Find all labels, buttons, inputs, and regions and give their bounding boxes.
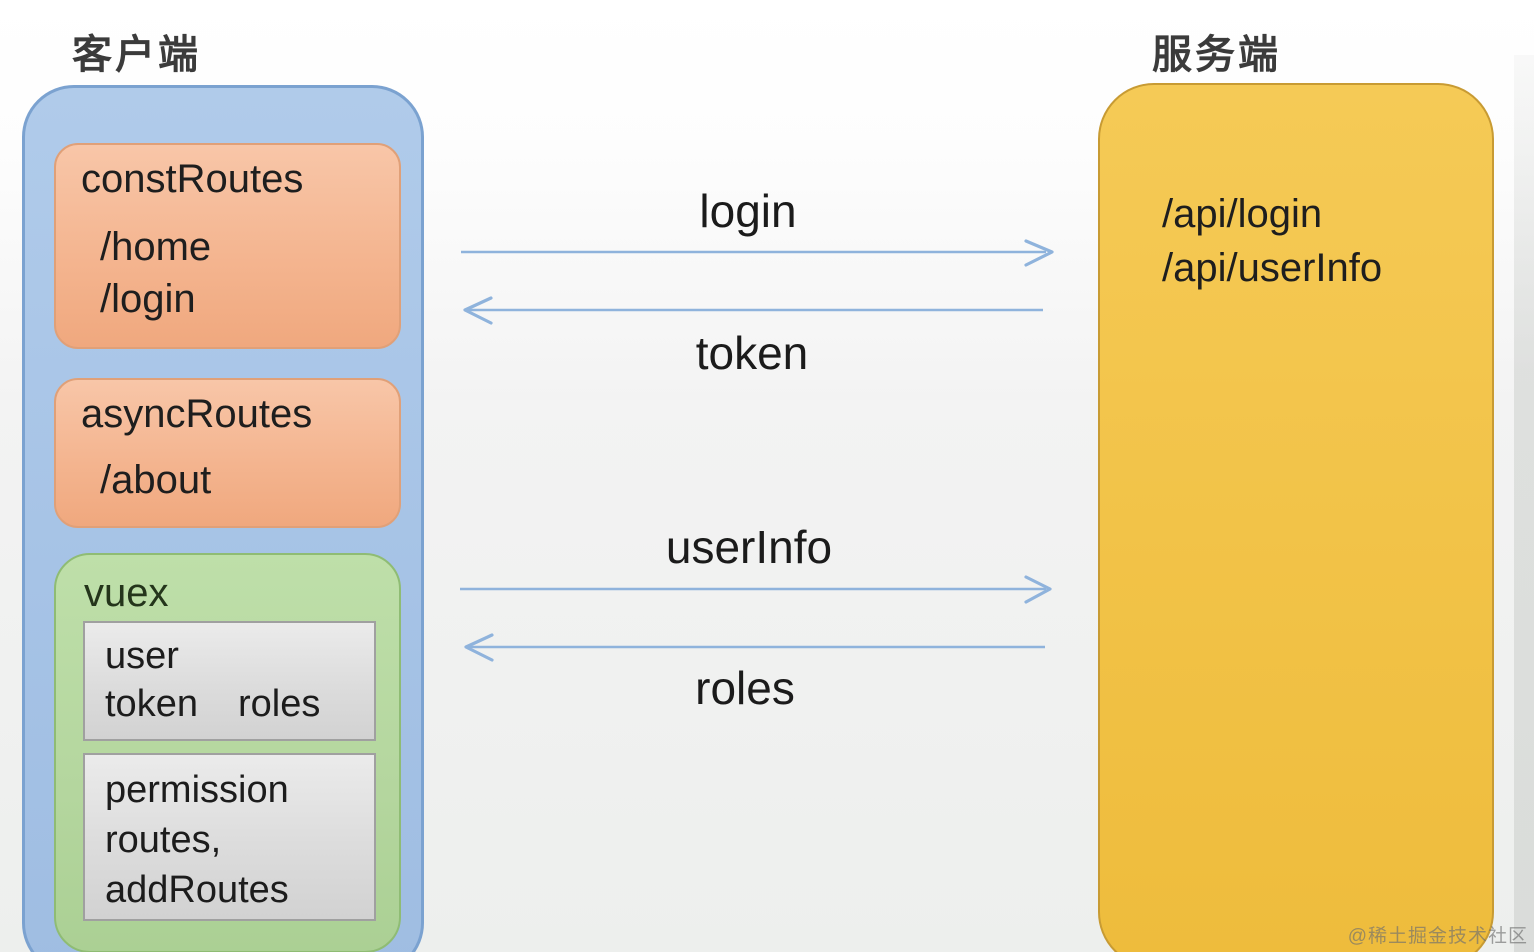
server-title: 服务端 (1152, 33, 1281, 77)
watermark: @稀土掘金技术社区 (1347, 926, 1528, 947)
state-roles: roles (238, 683, 321, 725)
permission-lines: permission routes, addRoutes (105, 765, 289, 915)
vuex-box: vuex user token roles permission routes,… (54, 553, 401, 952)
flow-label-login: login (699, 185, 797, 237)
flow-label-roles: roles (695, 662, 795, 714)
userinfo-arrow-right-icon (460, 575, 1052, 604)
route-about: /about (100, 458, 212, 502)
server-endpoints: /api/login /api/userInfo (1162, 187, 1382, 295)
vuex-state-box: user token roles (83, 621, 376, 741)
permission-line: routes, (105, 819, 222, 861)
const-routes-box: constRoutes /home /login (54, 143, 401, 349)
endpoint-api-login: /api/login (1162, 192, 1323, 236)
route-login: /login (100, 277, 196, 321)
token-arrow-left-icon (463, 296, 1043, 325)
async-routes-list: /about (100, 454, 211, 506)
server-container: /api/login /api/userInfo (1098, 83, 1494, 952)
vuex-label: vuex (84, 571, 169, 615)
flow-label-userinfo: userInfo (665, 521, 833, 573)
permission-line: permission (105, 769, 289, 811)
roles-arrow-left-icon (464, 633, 1045, 662)
async-routes-label: asyncRoutes (81, 392, 313, 436)
const-routes-label: constRoutes (81, 157, 304, 201)
flow-label-token: token (695, 327, 809, 379)
state-user: user (105, 635, 179, 677)
const-routes-list: /home /login (100, 221, 211, 325)
login-arrow-right-icon (461, 239, 1054, 267)
client-title: 客户端 (72, 33, 201, 77)
vuex-permission-box: permission routes, addRoutes (83, 753, 376, 921)
state-token: token (105, 683, 198, 725)
endpoint-api-userinfo: /api/userInfo (1162, 246, 1383, 290)
right-edge-shading (1514, 55, 1534, 952)
route-home: /home (100, 225, 212, 269)
async-routes-box: asyncRoutes /about (54, 378, 401, 528)
permission-line: addRoutes (105, 869, 289, 911)
client-container: constRoutes /home /login asyncRoutes /ab… (22, 85, 424, 952)
